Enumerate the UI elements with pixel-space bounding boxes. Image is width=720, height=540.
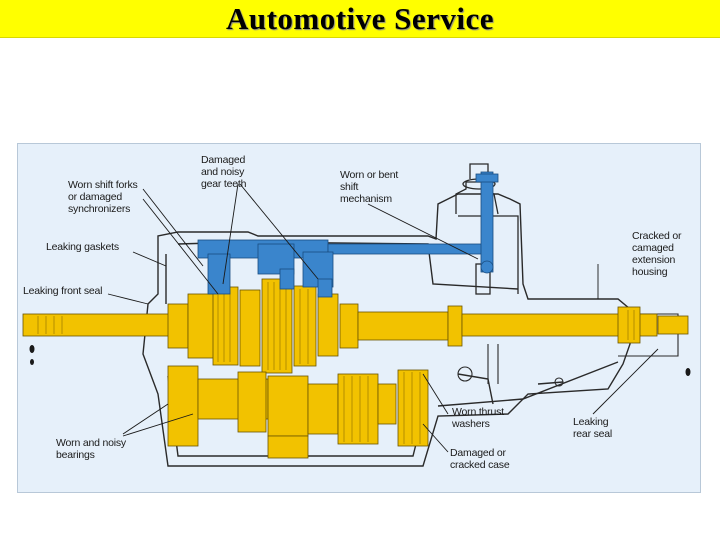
label-shift-mechanism: Worn or bent shift mechanism xyxy=(340,169,399,205)
title-bar: Automotive Service xyxy=(0,0,720,38)
main-shaft xyxy=(357,311,449,341)
label-extension-housing: Cracked or camaged extension housing xyxy=(632,230,682,278)
shift-mechanism xyxy=(197,171,499,298)
label-thrust-washers: Worn thrust washers xyxy=(452,406,504,430)
leader-lines xyxy=(107,183,659,453)
label-shift-forks: Worn shift forks or damaged synchronizer… xyxy=(68,179,138,215)
label-leaking-front-seal: Leaking front seal xyxy=(23,285,103,297)
input-shaft xyxy=(22,313,174,337)
label-leaking-gaskets: Leaking gaskets xyxy=(46,241,119,253)
output-shaft xyxy=(461,313,658,337)
label-cracked-case: Damaged or cracked case xyxy=(450,447,510,471)
page-title: Automotive Service xyxy=(225,0,495,36)
transmission-diagram: Damaged and noisy gear teeth Worn or ben… xyxy=(17,143,701,493)
shift-fork xyxy=(207,253,231,295)
transmission-illustration xyxy=(22,163,691,467)
gear-train xyxy=(22,278,689,459)
leak-drops xyxy=(29,345,691,376)
label-damaged-gear-teeth: Damaged and noisy gear teeth xyxy=(201,154,247,190)
label-bearings: Worn and noisy bearings xyxy=(56,437,126,461)
label-rear-seal: Leaking rear seal xyxy=(573,416,613,440)
gear-teeth xyxy=(37,282,635,444)
shift-lever xyxy=(480,171,494,273)
